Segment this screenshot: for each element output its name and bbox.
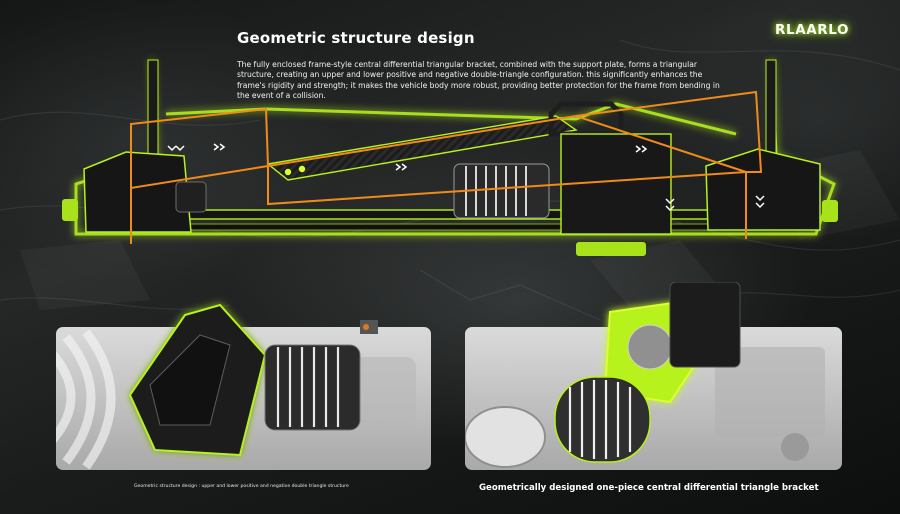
left-panel-caption: Geometric structure design : upper and l… <box>134 484 349 489</box>
bracket-closeup-background <box>465 347 825 468</box>
triangle-outline <box>130 90 763 244</box>
feature-title: Geometric structure design <box>237 29 475 47</box>
rear-gearbox <box>705 59 838 231</box>
motor-gearbox-illustration <box>128 303 378 457</box>
chevron-arrows-icon <box>167 143 765 212</box>
carbon-triangle-plate <box>266 115 578 181</box>
chassis-frame-diagram <box>62 59 838 256</box>
right-panel-caption: Geometrically designed one-piece central… <box>479 483 819 493</box>
plate-bolt <box>298 165 306 173</box>
triangle-bracket-illustration <box>554 282 741 463</box>
feature-description: The fully enclosed frame-style central d… <box>237 60 720 101</box>
front-gearbox <box>62 59 207 233</box>
plate-bolt <box>284 168 292 176</box>
brand-logo: RLAARLO <box>775 22 850 38</box>
